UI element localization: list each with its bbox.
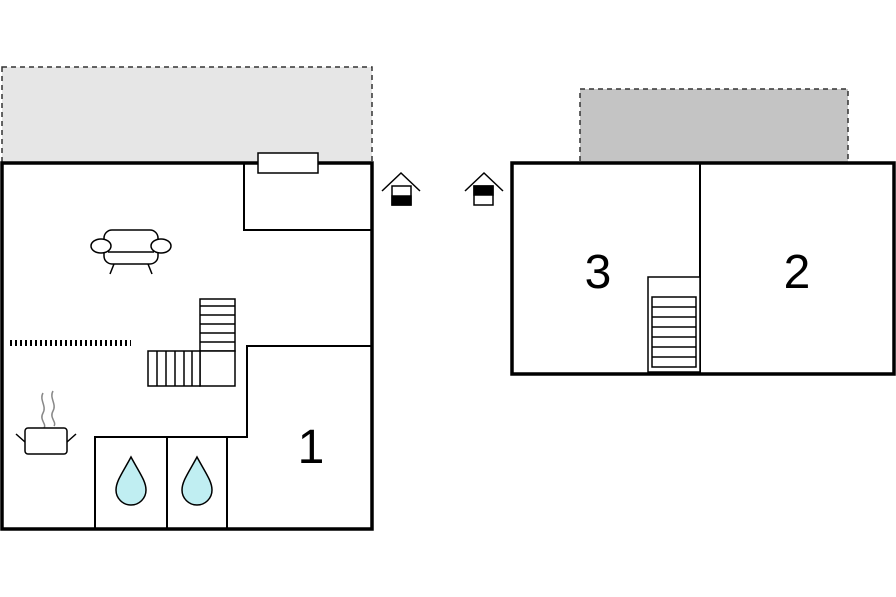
stairs-icon	[147, 298, 236, 387]
water-drop-icon	[115, 455, 147, 506]
ground-floor-closet-wall	[243, 163, 372, 231]
upper-floor-terrace	[579, 88, 849, 164]
upper-floor-outline	[510, 161, 896, 376]
house-level-ground-icon	[381, 171, 421, 206]
water-drop-icon	[181, 455, 213, 506]
room-1-wall	[94, 345, 372, 529]
cooking-pot-icon	[15, 390, 77, 455]
room-label-1: 1	[298, 421, 325, 474]
sofa-icon	[90, 229, 172, 275]
room-label-3: 3	[585, 246, 612, 299]
ground-floor-terrace	[1, 66, 373, 164]
house-level-upper-icon	[464, 171, 504, 206]
stairs-icon	[647, 276, 701, 373]
room-label-2: 2	[784, 246, 811, 299]
window	[257, 152, 319, 174]
